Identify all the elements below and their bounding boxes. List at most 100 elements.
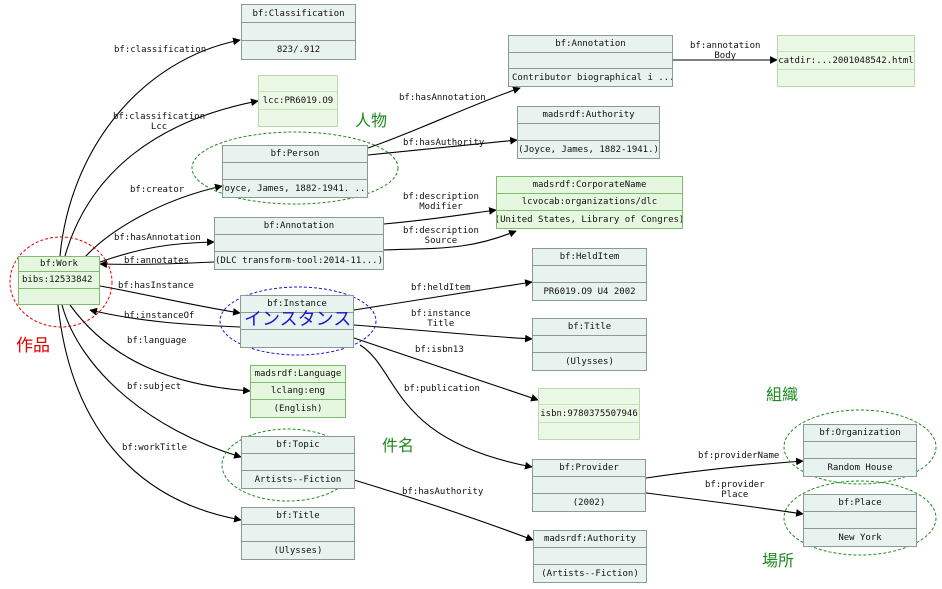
node-annotation-top-type: bf:Annotation [555,39,626,49]
node-work-type: bf:Work [40,259,78,269]
node-title-instance-type: bf:Title [567,322,612,332]
edge-label-annotates: bf:annotates [124,256,190,266]
edge-label-has-authority-topic: bf:hasAuthority [402,487,484,497]
node-language-value: (English) [273,403,323,414]
edge-label-description-modifier: bf:description Modifier [403,192,479,212]
edge-label-has-annotation-top: bf:hasAnnotation [399,93,486,103]
node-place[interactable]: bf:Place New York [803,494,917,547]
node-place-value: New York [838,532,882,543]
node-title-instance[interactable]: bf:Title (Ulysses) [532,318,647,371]
highlight-place-ellipse [783,480,937,556]
node-annotation-mid[interactable]: bf:Annotation (DLC transform-tool:2014-1… [214,217,384,270]
node-isbn[interactable]: isbn:9780375507946 [538,388,640,440]
node-organization-type: bf:Organization [819,428,901,438]
edge-has-annotation-top [367,86,521,149]
node-place-type: bf:Place [838,498,882,508]
edge-label-instance-title: bf:instance Title [411,309,471,329]
edge-label-creator: bf:creator [130,185,185,195]
highlight-instance-ellipse [219,286,377,356]
edge-instance-title [353,324,533,343]
edge-work-title [57,304,242,523]
node-work[interactable]: bf:Work bibs:12533842 [18,256,100,305]
annotation-person-label: 人物 [355,111,388,130]
node-instance-type: bf:Instance [267,299,327,309]
node-authority-person-value: (Joyce, James, 1882-1941.) [518,144,659,155]
node-work-id: bibs:12533842 [22,275,93,285]
node-held-item-value: PR6019.O9 U4 2002 [543,286,636,297]
edge-label-provider-place: bf:provider Place [705,480,765,500]
node-provider-type: bf:Provider [559,463,619,473]
node-corporate-name[interactable]: madsrdf:CorporateName lcvocab:organizati… [496,176,683,229]
edge-language [69,304,251,395]
edge-label-language: bf:language [127,336,187,346]
annotation-work-label: 作品 [16,336,50,356]
node-topic[interactable]: bf:Topic Artists--Fiction [241,436,355,489]
edge-provider-name [645,457,804,479]
edge-label-description-source: bf:description Source [403,226,479,246]
edge-label-work-title: bf:workTitle [122,443,188,453]
highlight-organization-ellipse [783,409,937,485]
node-lcc[interactable]: lcc:PR6019.O9 [258,75,338,127]
node-classification-type: bf:Classification [252,8,345,19]
edge-label-classification: bf:classification [114,45,207,55]
edge-label-held-item: bf:heldItem [411,283,471,293]
node-annotation-mid-type: bf:Annotation [263,221,335,231]
edge-annotates [99,260,215,269]
edge-label-subject: bf:subject [127,382,182,392]
edge-isbn13 [353,337,539,402]
node-person-type: bf:Person [270,149,320,159]
node-provider-value: (2002) [572,497,606,508]
edge-held-item [353,279,533,311]
node-authority-topic[interactable]: madsrdf:Authority (Artists--Fiction) [533,530,647,583]
node-language-id: lclang:eng [270,386,326,396]
node-authority-person-type: madsrdf:Authority [542,110,635,120]
node-language[interactable]: madsrdf:Language lclang:eng (English) [250,365,346,418]
edge-classification-lcc [64,98,259,257]
edge-label-isbn13: bf:isbn13 [415,345,464,355]
edge-classification [59,37,241,257]
node-title-work[interactable]: bf:Title (Ulysses) [241,507,355,560]
node-topic-value: Artists--Fiction [254,474,342,485]
node-corporate-name-value: (United States, Library of Congres) [497,214,682,225]
edge-has-authority-person [367,136,518,156]
node-annotation-top[interactable]: bf:Annotation Contributor biographical i… [508,35,673,87]
node-isbn-value: isbn:9780375507946 [540,408,638,419]
edge-has-annotation-work [99,238,215,263]
node-lcc-value: lcc:PR6019.O9 [262,95,334,106]
node-title-work-type: bf:Title [276,511,320,521]
annotation-topic-label: 件名 [382,436,415,455]
node-classification[interactable]: bf:Classification 823/.912 [241,4,356,60]
edge-instance-of [89,307,241,328]
edge-has-instance [99,285,241,316]
node-language-type: madsrdf:Language [254,369,342,379]
node-classification-value: 823/.912 [276,45,321,55]
node-provider[interactable]: bf:Provider (2002) [532,459,646,512]
node-person-value: Joyce, James, 1882-1941. ... [223,183,367,194]
annotation-organization-label: 組織 [766,385,799,404]
edge-label-publication: bf:publication [404,384,480,394]
node-corporate-name-type: madsrdf:CorporateName [532,180,647,190]
edge-description-modifier [383,207,497,225]
node-title-work-value: (Ulysses) [273,545,323,556]
node-person[interactable]: bf:Person Joyce, James, 1882-1941. ... [222,145,368,198]
edge-provider-place [645,492,804,517]
node-organization-value: Random House [827,462,893,473]
node-held-item-type: bf:HeldItem [559,252,620,262]
annotation-place-label: 場所 [762,551,795,570]
node-annotation-mid-value: (DLC transform-tool:2014-11...) [215,255,383,266]
node-instance[interactable]: bf:Instance [240,295,354,348]
edge-label-provider-name: bf:providerName [698,451,780,461]
node-authority-topic-type: madsrdf:Authority [543,534,637,544]
node-annotation-body[interactable]: catdir:...2001048542.html [777,35,915,87]
node-organization[interactable]: bf:Organization Random House [803,424,917,477]
node-annotation-body-value: catdir:...2001048542.html [778,55,914,66]
node-title-instance-value: (Ulysses) [565,356,614,367]
edge-label-has-authority-person: bf:hasAuthority [403,138,485,148]
edge-creator [84,183,223,258]
node-authority-person[interactable]: madsrdf:Authority (Joyce, James, 1882-19… [517,106,660,159]
edge-description-source [383,230,517,251]
node-held-item[interactable]: bf:HeldItem PR6019.O9 U4 2002 [532,248,647,301]
edge-label-classification-lcc: bf:classification Lcc [113,112,206,132]
